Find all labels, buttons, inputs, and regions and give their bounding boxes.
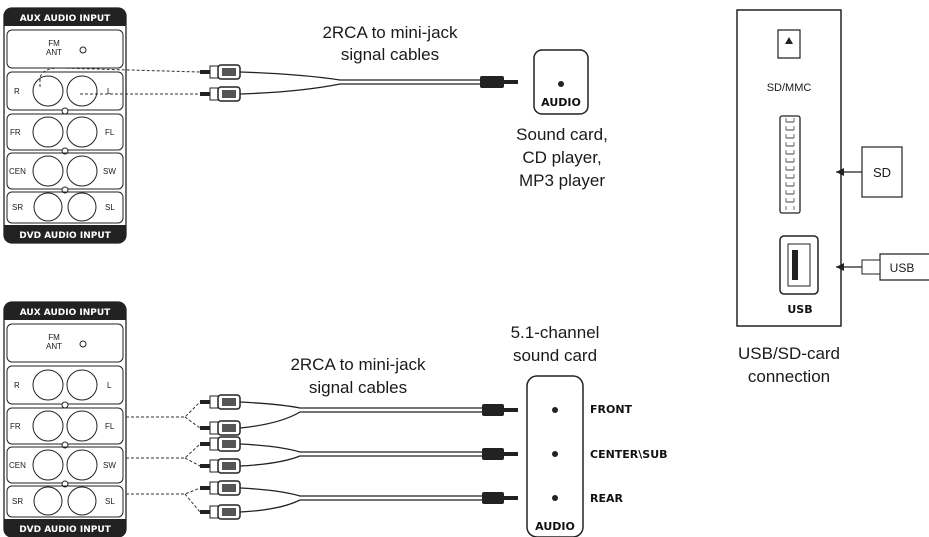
rca-socket-fl — [66, 410, 98, 442]
rca-socket-l — [66, 75, 98, 107]
center-sub-jack-socket — [552, 451, 558, 457]
bottom-audio-device: AUDIO — [526, 375, 584, 537]
top-device-jack-label: AUDIO — [541, 96, 581, 109]
output-label-rear: REAR — [590, 492, 623, 505]
port-label-fr: FR — [10, 422, 21, 431]
rca-socket-sr — [33, 486, 63, 516]
output-label-front: FRONT — [590, 403, 633, 416]
bottom-cable-front — [126, 394, 518, 436]
port-label-l: L — [107, 381, 112, 390]
top-cable-title-line1: 2RCA to mini-jack — [322, 23, 458, 42]
bottom-cable-title-line2: signal cables — [309, 378, 407, 397]
usb-sd-panel: SD/MMC USB — [736, 9, 842, 327]
top-cable-title-line2: signal cables — [341, 45, 439, 64]
rca-socket-fr — [32, 410, 64, 442]
rca-socket-cen — [32, 155, 64, 187]
rca-socket-r — [32, 369, 64, 401]
port-label-sr: SR — [12, 203, 23, 212]
rca-socket-sr — [33, 192, 63, 222]
port-label-fr: FR — [10, 128, 21, 137]
bottom-device-jack-label: AUDIO — [535, 520, 575, 533]
sd-mmc-label: SD/MMC — [767, 82, 812, 94]
bottom-cable-rear — [126, 480, 518, 520]
port-label-cen: CEN — [9, 461, 26, 470]
top-audio-device: AUDIO — [533, 49, 589, 115]
rca-socket-l — [66, 369, 98, 401]
port-label-sl: SL — [105, 497, 115, 506]
front-jack-socket — [552, 407, 558, 413]
port-label-sw: SW — [103, 167, 116, 176]
rca-socket-sw — [66, 155, 98, 187]
rca-socket-r — [32, 75, 64, 107]
top-device-caption-line1: Sound card, — [516, 125, 608, 144]
port-label-sl: SL — [105, 203, 115, 212]
fm-antenna-socket — [79, 46, 87, 54]
bottom-device-title-line2: sound card — [513, 346, 597, 365]
port-label-sr: SR — [12, 497, 23, 506]
output-label-center-sub: CENTER\SUB — [590, 448, 668, 461]
bottom-cable-title-line1: 2RCA to mini-jack — [290, 355, 426, 374]
rca-socket-sl — [67, 192, 97, 222]
top-device-caption-line2: CD player, — [522, 148, 601, 167]
usb-sd-caption-line1: USB/SD-card — [738, 344, 840, 363]
rca-plug-top-2 — [200, 86, 241, 102]
usb-plug-label: USB — [890, 261, 915, 275]
audio-jack-socket-top — [558, 81, 564, 87]
rca-socket-fr — [32, 116, 64, 148]
top-input-panel: AUX AUDIO INPUT DVD AUDIO INPUT FM ANT R… — [3, 7, 127, 244]
top-device-caption-line3: MP3 player — [519, 171, 605, 190]
ant-label: ANT — [46, 48, 62, 57]
rca-socket-cen — [32, 449, 64, 481]
bottom-device-title-line1: 5.1-channel — [511, 323, 600, 342]
bottom-cable-center-sub — [126, 436, 518, 474]
panel-footer-label: DVD AUDIO INPUT — [19, 231, 111, 241]
sd-card-slot — [779, 115, 801, 214]
bottom-input-panel: AUX AUDIO INPUT DVD AUDIO INPUT FM ANT R… — [3, 301, 127, 537]
port-label-sw: SW — [103, 461, 116, 470]
panel-header-label: AUX AUDIO INPUT — [20, 308, 111, 318]
top-cable-assembly — [39, 64, 518, 102]
port-label-cen: CEN — [9, 167, 26, 176]
panel-footer-label: DVD AUDIO INPUT — [19, 525, 111, 535]
fm-antenna-socket — [79, 340, 87, 348]
port-label-fl: FL — [105, 422, 115, 431]
sd-card-label: SD — [873, 165, 891, 180]
panel-header-label: AUX AUDIO INPUT — [20, 14, 111, 24]
rca-socket-sl — [67, 486, 97, 516]
port-label-l: L — [107, 87, 112, 96]
fm-label: FM — [48, 39, 60, 48]
rca-socket-fl — [66, 116, 98, 148]
mini-jack-plug-top — [480, 76, 518, 88]
fm-label: FM — [48, 333, 60, 342]
usb-sd-caption-line2: connection — [748, 367, 830, 386]
port-label-fl: FL — [105, 128, 115, 137]
usb-plug-external: USB — [836, 253, 929, 281]
usb-port-label: USB — [787, 303, 812, 316]
port-label-r: R — [14, 381, 20, 390]
sd-card-external: SD — [836, 146, 903, 198]
port-label-r: R — [14, 87, 20, 96]
ant-label: ANT — [46, 342, 62, 351]
rca-socket-sw — [66, 449, 98, 481]
rca-plug-top-1 — [200, 64, 241, 80]
rear-jack-socket — [552, 495, 558, 501]
